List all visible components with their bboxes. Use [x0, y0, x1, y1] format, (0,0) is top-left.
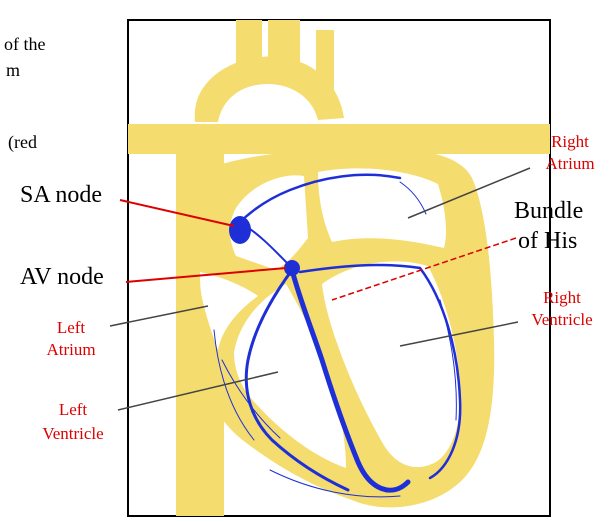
label-right-ventricle-line-2: Ventricle [520, 310, 604, 330]
label-left-atrium-line-2: Atrium [36, 340, 106, 360]
label-right-ventricle-line-1: Right [520, 288, 604, 308]
clipped-text-line-2: m [6, 60, 20, 81]
clipped-text-line-3: (red [8, 132, 37, 153]
chamber-right-atrium [318, 168, 446, 248]
label-right-atrium-line-2: Atrium [540, 154, 600, 174]
vessel-branch-mid [268, 20, 288, 64]
label-sa-node: SA node [20, 182, 102, 210]
label-bundle-line-2: of His [518, 228, 577, 256]
label-av-node: AV node [20, 264, 104, 292]
label-right-atrium-line-1: Right [540, 132, 600, 152]
sa-node-shape [229, 216, 251, 244]
clipped-text-line-1: of the [4, 34, 45, 55]
vessel-branch-right [316, 30, 334, 90]
av-node-shape [284, 260, 300, 276]
label-left-ventricle-line-2: Ventricle [30, 424, 116, 444]
label-left-atrium-line-1: Left [36, 318, 106, 338]
vessel-branch-left [236, 20, 256, 68]
label-left-ventricle-line-1: Left [30, 400, 116, 420]
label-bundle-line-1: Bundle [514, 198, 583, 226]
